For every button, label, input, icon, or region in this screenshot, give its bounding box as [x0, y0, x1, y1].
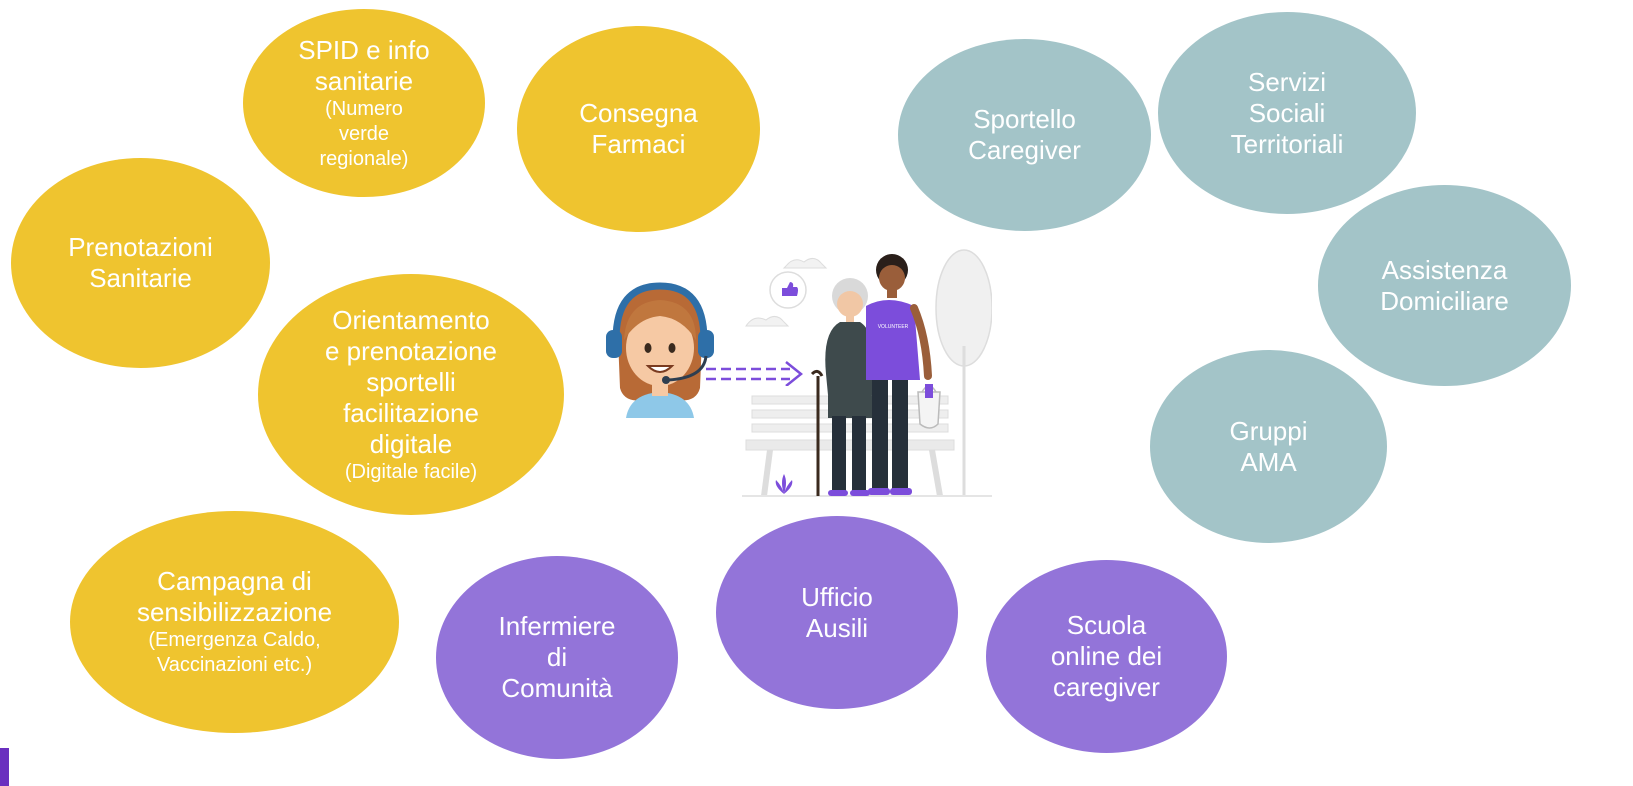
- bubble-text: Gruppi: [1229, 415, 1308, 446]
- bubble-text: Servizi: [1247, 66, 1326, 97]
- bubble-text: sanitarie: [314, 65, 414, 96]
- bubble-text: Infermiere: [498, 611, 616, 641]
- bubble-text: Comunità: [501, 673, 613, 703]
- bubble-text: Orientamento: [332, 304, 490, 335]
- bubble-sportello-caregiver: Sportello Caregiver: [898, 39, 1151, 231]
- bubble-text: Territoriali: [1230, 128, 1344, 159]
- dashed-arrow: [706, 361, 804, 386]
- corner-accent-mark: [0, 748, 9, 786]
- bubble-subtext: verde: [338, 122, 390, 145]
- bubble-text: Sanitarie: [89, 263, 192, 293]
- bubble-text: Prenotazioni: [68, 232, 213, 262]
- bubble-text: Domiciliare: [1380, 285, 1509, 316]
- bubble-text: SPID e info: [298, 34, 430, 65]
- bubble-subtext: Vaccinazioni etc.): [156, 654, 313, 676]
- bubble-consegna-farmaci: Consegna Farmaci: [517, 26, 760, 232]
- bubble-infermiere-comunita: Infermiere di Comunità: [436, 556, 678, 759]
- bubble-campagna-sensibilizzazione: Campagna di sensibilizzazione (Emergenza…: [70, 511, 399, 733]
- bubble-scuola-caregiver: Scuola online dei caregiver: [986, 560, 1227, 753]
- bubble-subtext: regionale): [319, 147, 409, 170]
- bubble-text: e prenotazione: [324, 335, 498, 366]
- bubble-text: Consegna: [579, 98, 698, 128]
- bubble-prenotazioni-sanitarie: Prenotazioni Sanitarie: [11, 158, 270, 368]
- bubble-text: Ufficio: [801, 581, 873, 612]
- bubble-text: caregiver: [1053, 672, 1160, 702]
- bubble-text: di: [546, 642, 568, 672]
- bubble-text: AMA: [1240, 446, 1297, 477]
- call-center-operator-illustration: [606, 282, 714, 418]
- bubble-subtext: (Digitale facile): [344, 460, 478, 483]
- bubble-text: Ausili: [805, 612, 869, 643]
- bubble-text: Scuola: [1066, 610, 1147, 640]
- bubble-servizi-sociali: Servizi Sociali Territoriali: [1158, 12, 1416, 214]
- bubble-subtext: (Numero: [325, 97, 403, 120]
- bubble-text: online dei: [1050, 641, 1163, 671]
- bubble-text: Assistenza: [1381, 254, 1508, 285]
- bubble-gruppi-ama: Gruppi AMA: [1150, 350, 1387, 543]
- volunteer-elderly-illustration: VOLUNTEER: [742, 249, 992, 497]
- bubble-text: Sportello: [973, 104, 1076, 134]
- bubble-text: Caregiver: [968, 135, 1081, 165]
- bubble-subtext: (Emergenza Caldo,: [148, 629, 321, 651]
- bubble-text: Campagna di: [157, 566, 312, 596]
- bubble-text: digitale: [369, 428, 453, 459]
- bubble-assistenza-domiciliare: Assistenza Domiciliare: [1318, 185, 1571, 386]
- bubble-text: Sociali: [1248, 97, 1326, 128]
- bubble-ufficio-ausili: Ufficio Ausili: [716, 516, 958, 709]
- bubble-text: sportelli: [366, 366, 456, 397]
- bubble-text: sensibilizzazione: [136, 597, 333, 627]
- bubble-orientamento: Orientamento e prenotazione sportelli fa…: [258, 274, 564, 515]
- bubble-text: facilitazione: [343, 397, 479, 428]
- bubble-spid-info-sanitarie: SPID e info sanitarie (Numero verde regi…: [243, 9, 485, 197]
- bubble-text: Farmaci: [591, 129, 686, 159]
- volunteer-shirt-label: VOLUNTEER: [878, 324, 909, 330]
